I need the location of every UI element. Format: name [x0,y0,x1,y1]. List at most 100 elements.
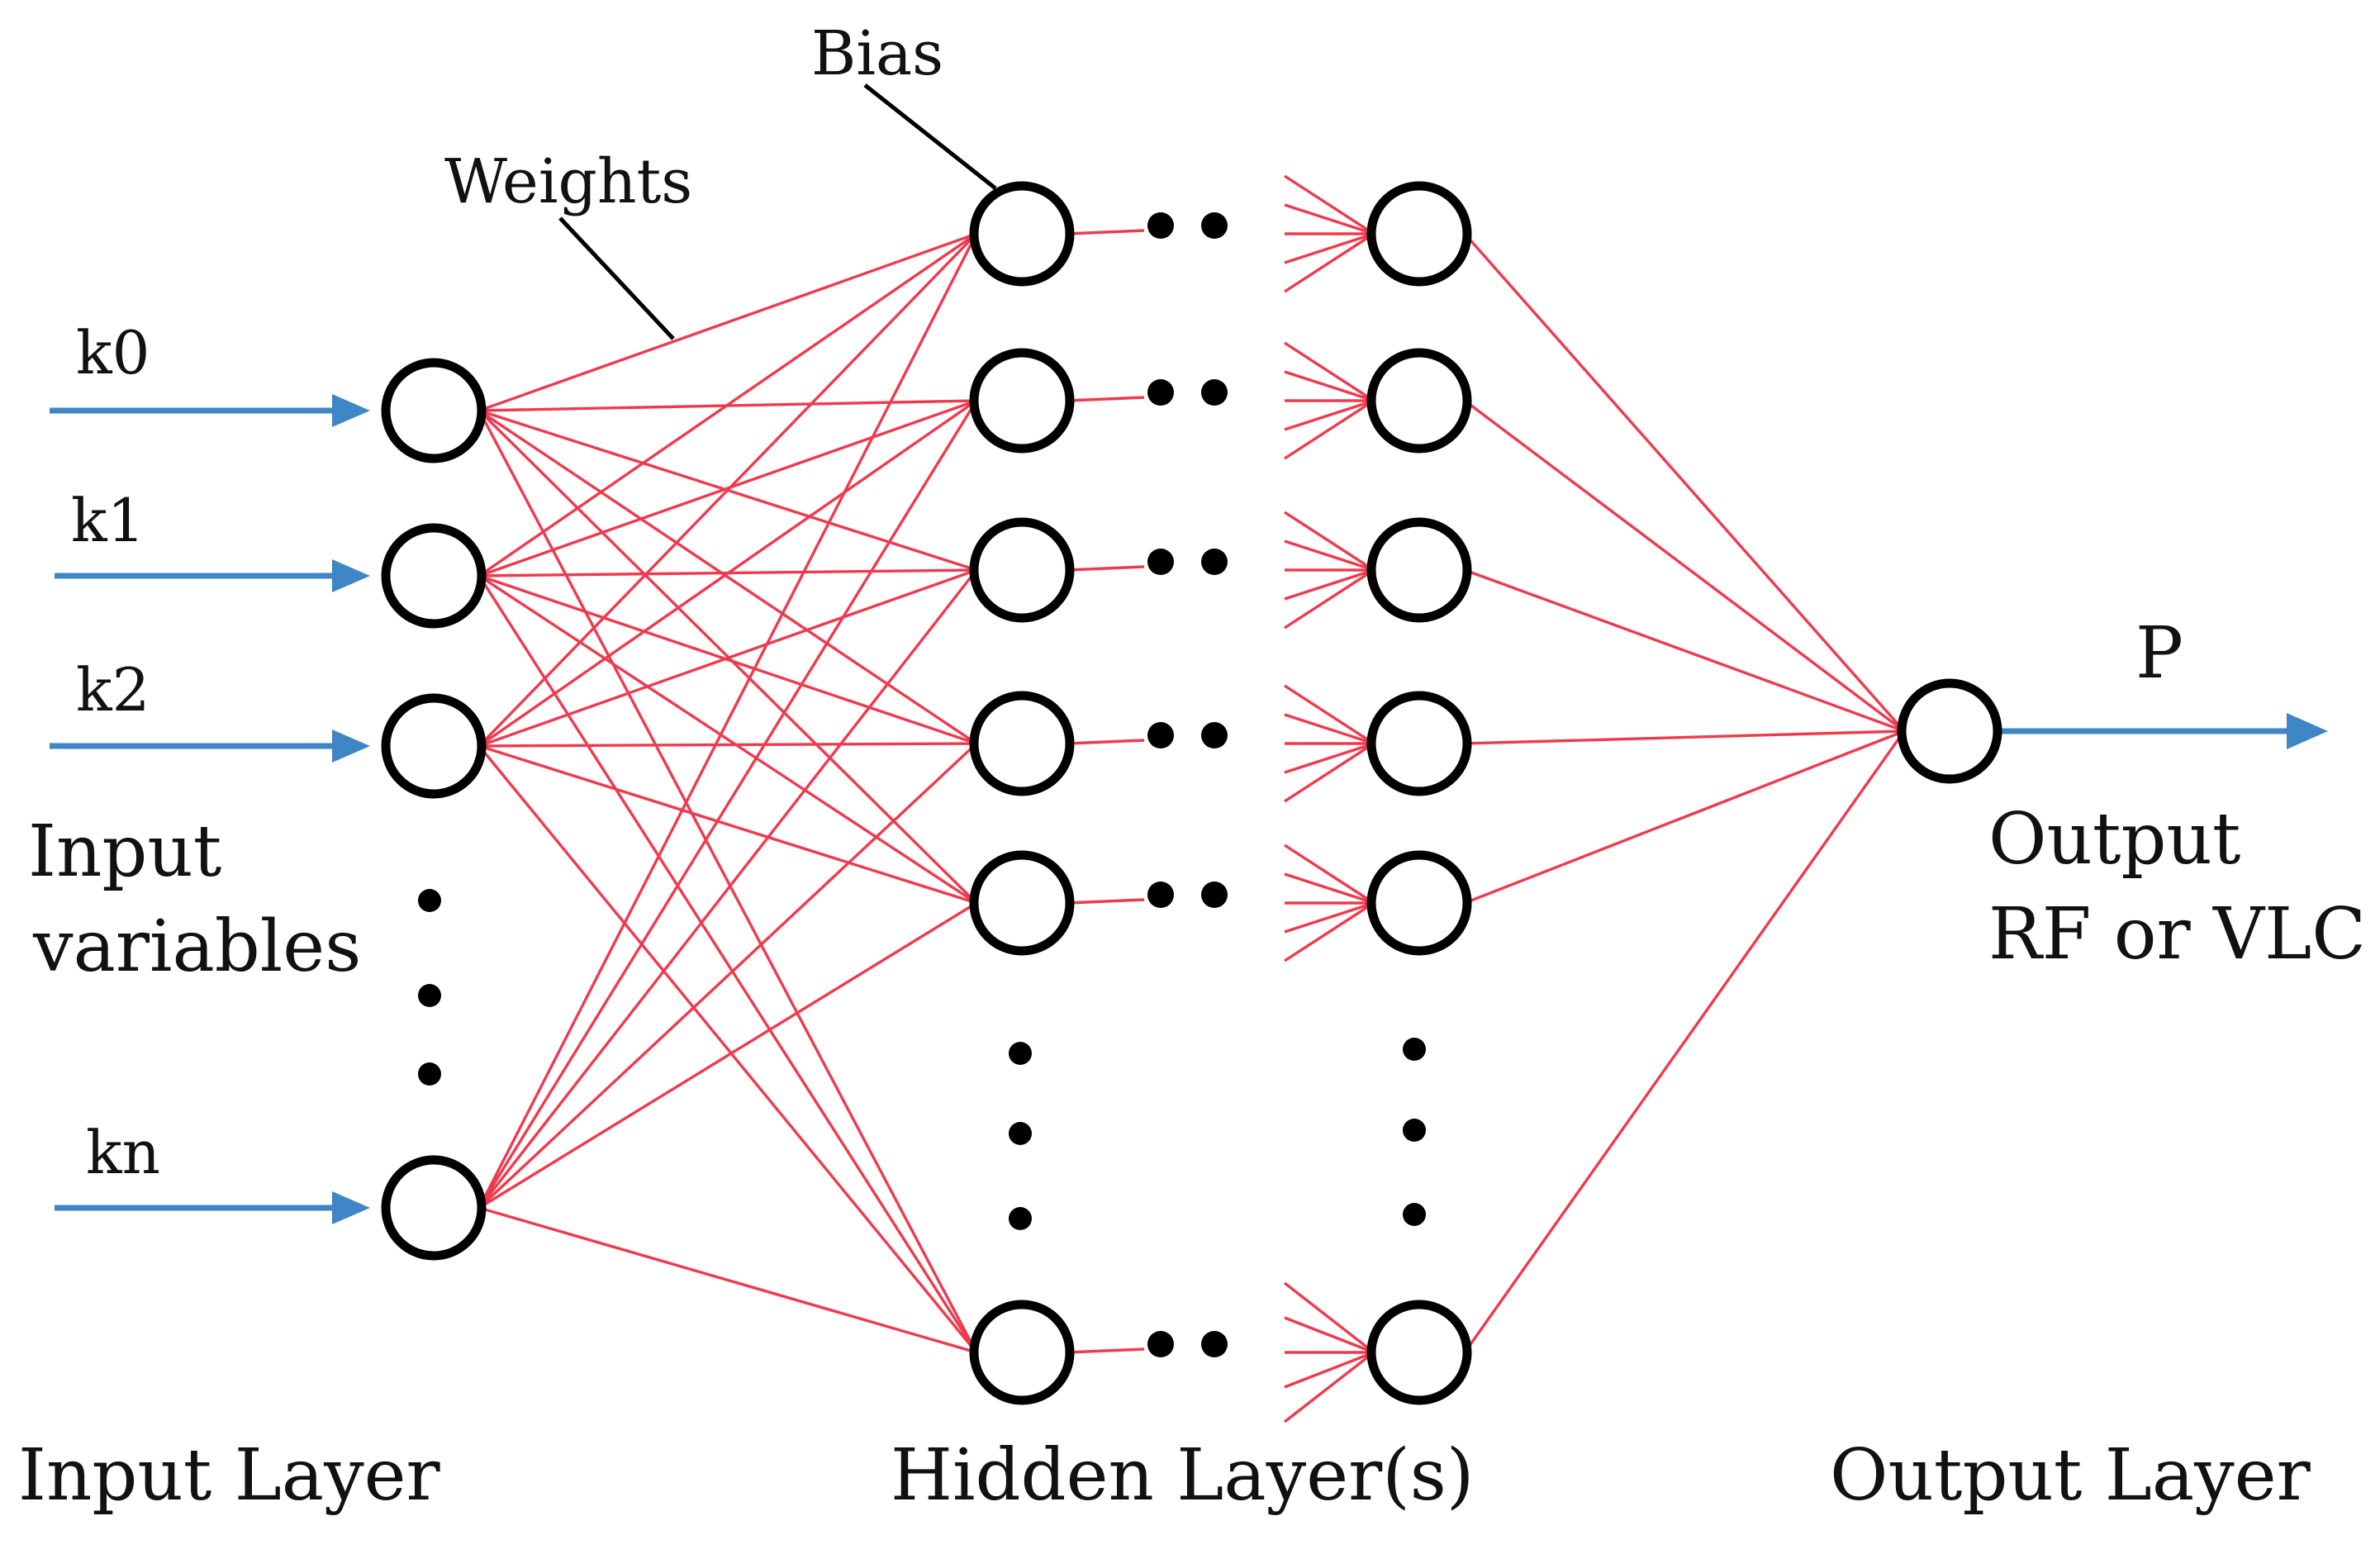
horizontal-dot-3-0 [1147,722,1174,748]
dot-connector-3 [1067,739,1145,745]
weight-line-h5-out [1463,730,1906,1353]
horizontal-dot-1-0 [1147,379,1174,406]
hidden-first-neuron-1 [969,348,1075,454]
input-layer-title: Input Layer [18,1434,441,1517]
horizontal-dot-4-1 [1201,882,1228,908]
output-label-line1: Output [1988,798,2240,881]
hidden1-vertical-dot-0 [1009,1042,1032,1065]
fan-line-h5-4 [1283,1351,1375,1423]
hidden-last-neuron-2 [1366,517,1472,623]
fan-line-h5-1 [1284,1316,1375,1354]
dot-connector-5 [1067,1347,1145,1354]
input-arrow-k2 [50,729,370,763]
hidden-layers-title: Hidden Layer(s) [891,1434,1474,1517]
horizontal-dot-3-1 [1201,722,1228,748]
weight-line-in2-h0 [477,232,978,748]
input-neuron-kn [381,1155,487,1261]
weight-line-in1-h4 [478,574,977,905]
dot-connector-2 [1067,565,1145,572]
hidden-last-neuron-3 [1366,691,1472,796]
fan-line-h5-0 [1283,1281,1375,1354]
weight-line-in3-h3 [477,742,978,1209]
hidden-last-neuron-5 [1366,1300,1472,1405]
fan-line-h3-4 [1284,742,1375,803]
input-neuron-k0 [381,358,487,463]
fan-line-h0-0 [1284,174,1375,235]
input-label-kn: kn [86,1118,160,1187]
hidden-last-neuron-0 [1366,181,1472,287]
ellipsis-dots [418,212,1426,1357]
weight-line-in2-h5 [477,744,978,1354]
fan-line-h3-1 [1284,713,1375,745]
hidden-first-neuron-3 [969,691,1075,796]
weight-line-in0-h0 [478,232,977,412]
fan-line-h2-0 [1284,511,1375,572]
input-layer-neurons [381,358,487,1261]
weight-line-h0-out [1463,232,1906,733]
fan-line-h4-0 [1284,844,1375,905]
hidden-last-neuron-4 [1366,850,1472,956]
hidden-first-neuron-0 [969,181,1075,287]
output-symbol: P [2135,612,2183,695]
input-arrows [50,394,370,1224]
input-label-k1: k1 [71,486,145,555]
input-vertical-dot-1 [418,984,441,1007]
output-layer-title: Output Layer [1830,1434,2311,1517]
hidden1-vertical-dot-1 [1009,1122,1032,1145]
fan-line-h1-0 [1284,341,1375,402]
fan-line-h0-1 [1284,203,1375,235]
fan-line-h1-3 [1284,399,1375,431]
horizontal-dot-0-1 [1201,212,1228,239]
weight-line-in1-h3 [478,574,977,745]
fan-line-h4-4 [1284,901,1375,962]
input-label-k0: k0 [76,318,150,387]
weight-line-in2-h1 [478,399,977,748]
weight-line-in3-h0 [477,233,978,1209]
input-variables-line2: variables [32,905,361,988]
dot-connector-4 [1067,898,1145,905]
hidden1-vertical-dot-2 [1009,1207,1032,1230]
fan-line-h1-4 [1284,399,1375,460]
hidden2-vertical-dot-0 [1403,1038,1426,1061]
hidden2-vertical-dot-2 [1403,1203,1426,1226]
weight-line-in3-h4 [478,901,977,1209]
fan-line-h4-1 [1284,872,1375,905]
input-vertical-dot-2 [418,1062,441,1086]
weight-line-in0-h5 [477,410,978,1353]
weight-line-in2-h4 [478,744,977,905]
horizontal-dot-2-0 [1147,549,1174,575]
hidden-dot-connectors [1067,229,1145,1354]
fan-line-h2-1 [1284,539,1375,572]
weight-line-in2-h3 [479,742,976,748]
hidden-first-neuron-5 [969,1300,1075,1405]
weight-line-h3-out [1465,729,1904,745]
input-variables-line1: Input [28,810,221,893]
fan-line-h2-4 [1284,568,1375,630]
fan-line-h5-3 [1284,1351,1375,1389]
input-arrow-k1 [55,559,370,592]
input-arrow-kn [55,1191,370,1224]
hidden-layer-first-neurons [969,181,1075,1405]
horizontal-dot-4-0 [1147,882,1174,908]
fan-line-h0-4 [1284,232,1375,293]
output-arrow [1999,713,2328,749]
weight-line-h4-out [1464,729,1905,905]
weight-line-in2-h2 [478,568,977,748]
bias-pointer [863,83,997,190]
weight-line-h1-out [1464,399,1905,733]
fan-line-h3-0 [1284,684,1375,745]
dot-connector-0 [1067,229,1145,235]
weight-line-h2-out [1464,568,1905,733]
horizontal-dot-1-1 [1201,379,1228,406]
weight-line-in1-h0 [478,232,977,577]
dot-connector-1 [1067,396,1145,402]
hidden-last-neuron-1 [1366,348,1472,454]
input-neuron-k1 [381,523,487,629]
input-neuron-k2 [381,693,487,799]
weight-line-in3-h1 [477,400,978,1209]
bias-label: Bias [811,18,943,89]
weights-label: Weights [444,146,692,217]
fan-line-h1-1 [1284,370,1375,402]
horizontal-dot-5-0 [1147,1331,1174,1357]
